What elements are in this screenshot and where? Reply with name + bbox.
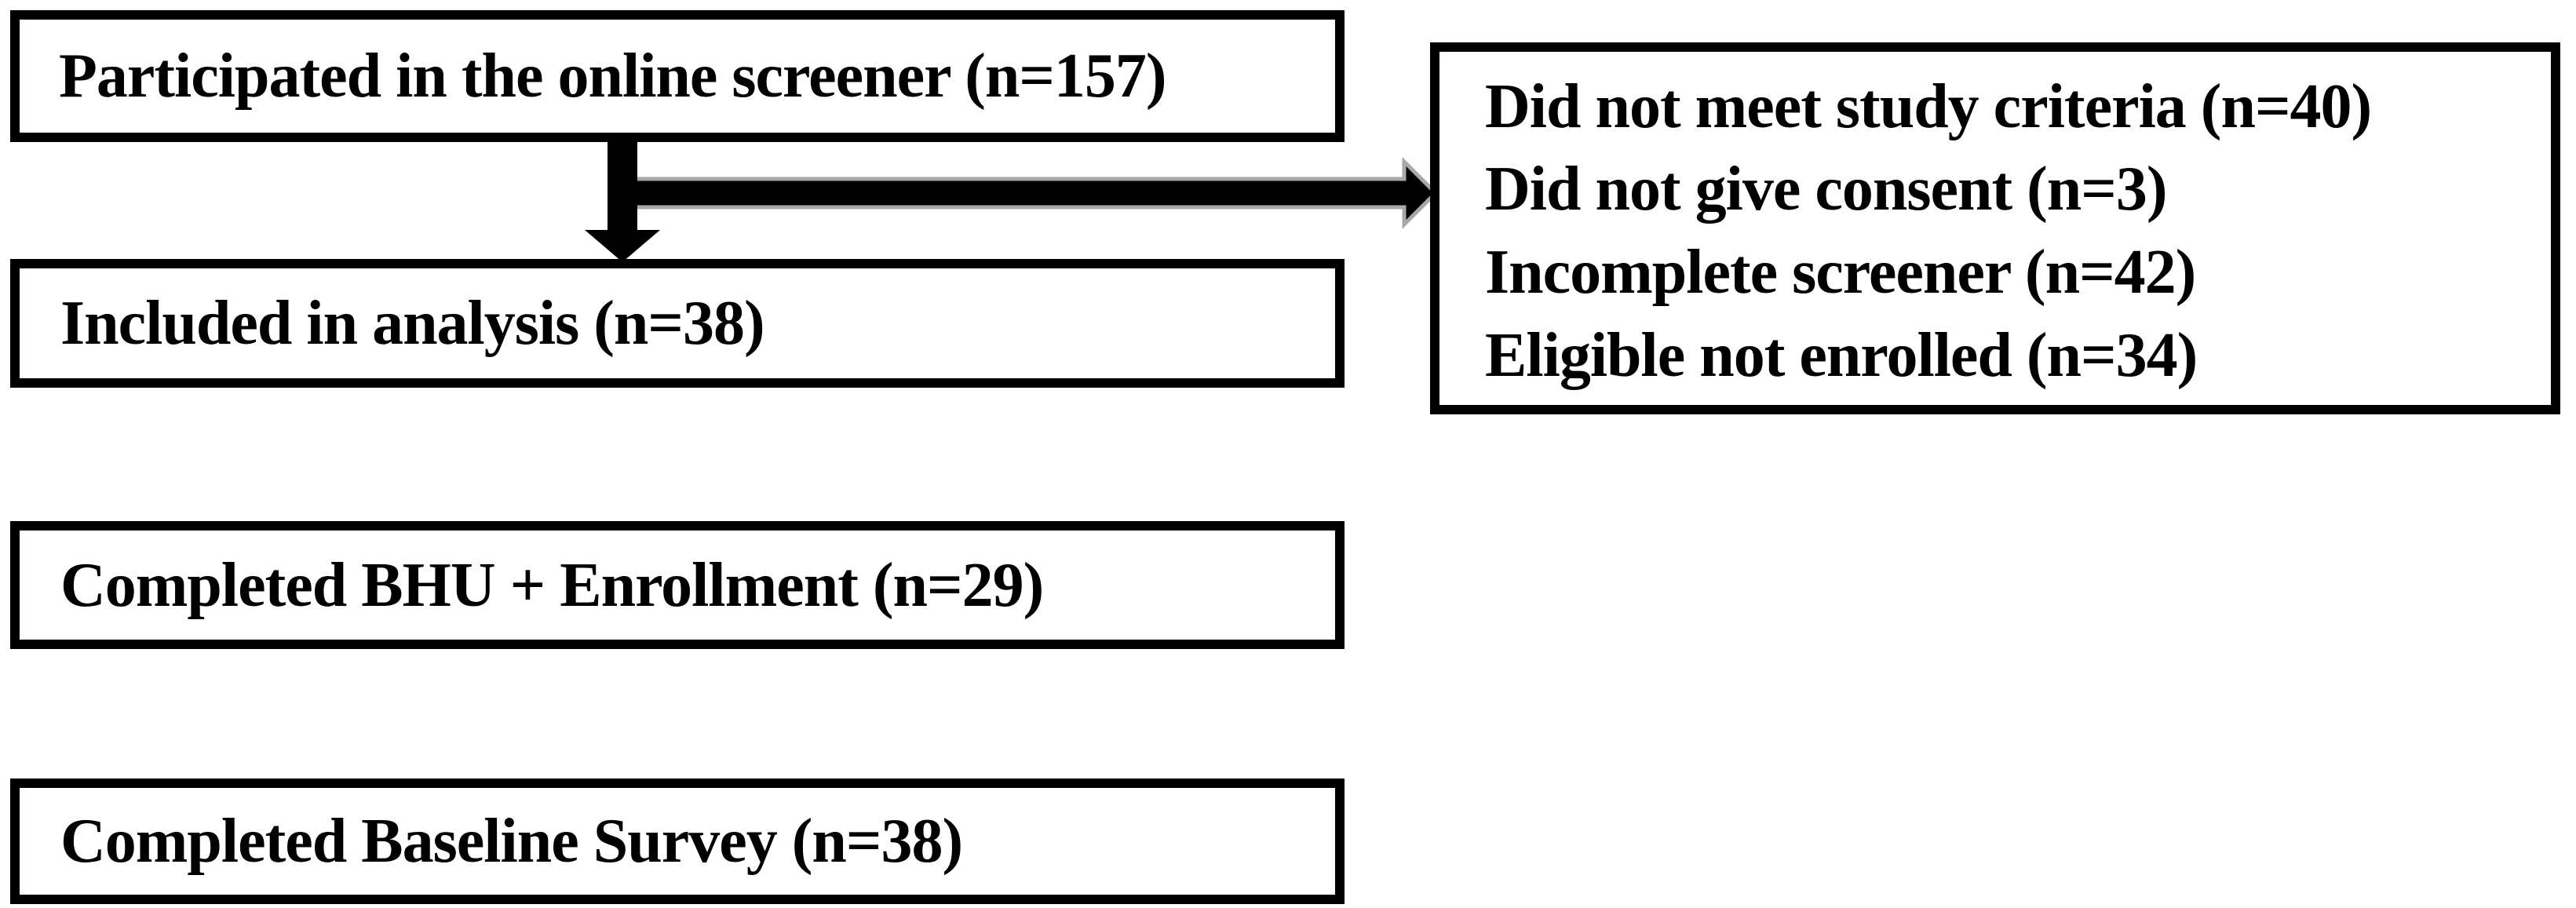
excluded-line-incomplete: Incomplete screener (n=42)	[1485, 238, 2196, 307]
box-bhu-enrollment-label: Completed BHU + Enrollment (n=29)	[60, 550, 1044, 620]
box-included: Included in analysis (n=38)	[10, 259, 1345, 388]
box-baseline-survey-label: Completed Baseline Survey (n=38)	[60, 807, 963, 876]
excluded-line-criteria: Did not meet study criteria (n=40)	[1485, 71, 2372, 141]
excluded-line-consent: Did not give consent (n=3)	[1485, 155, 2167, 224]
box-excluded: Did not meet study criteria (n=40) Did n…	[1430, 42, 2560, 414]
right-arrow	[618, 156, 1439, 230]
down-arrow	[585, 142, 660, 262]
box-screened: Participated in the online screener (n=1…	[10, 10, 1345, 142]
box-screened-label: Participated in the online screener (n=1…	[59, 42, 1167, 111]
box-included-label: Included in analysis (n=38)	[60, 289, 765, 358]
excluded-line-not-enrolled: Eligible not enrolled (n=34)	[1485, 320, 2198, 390]
box-bhu-enrollment: Completed BHU + Enrollment (n=29)	[10, 521, 1345, 649]
box-baseline-survey: Completed Baseline Survey (n=38)	[10, 779, 1345, 904]
